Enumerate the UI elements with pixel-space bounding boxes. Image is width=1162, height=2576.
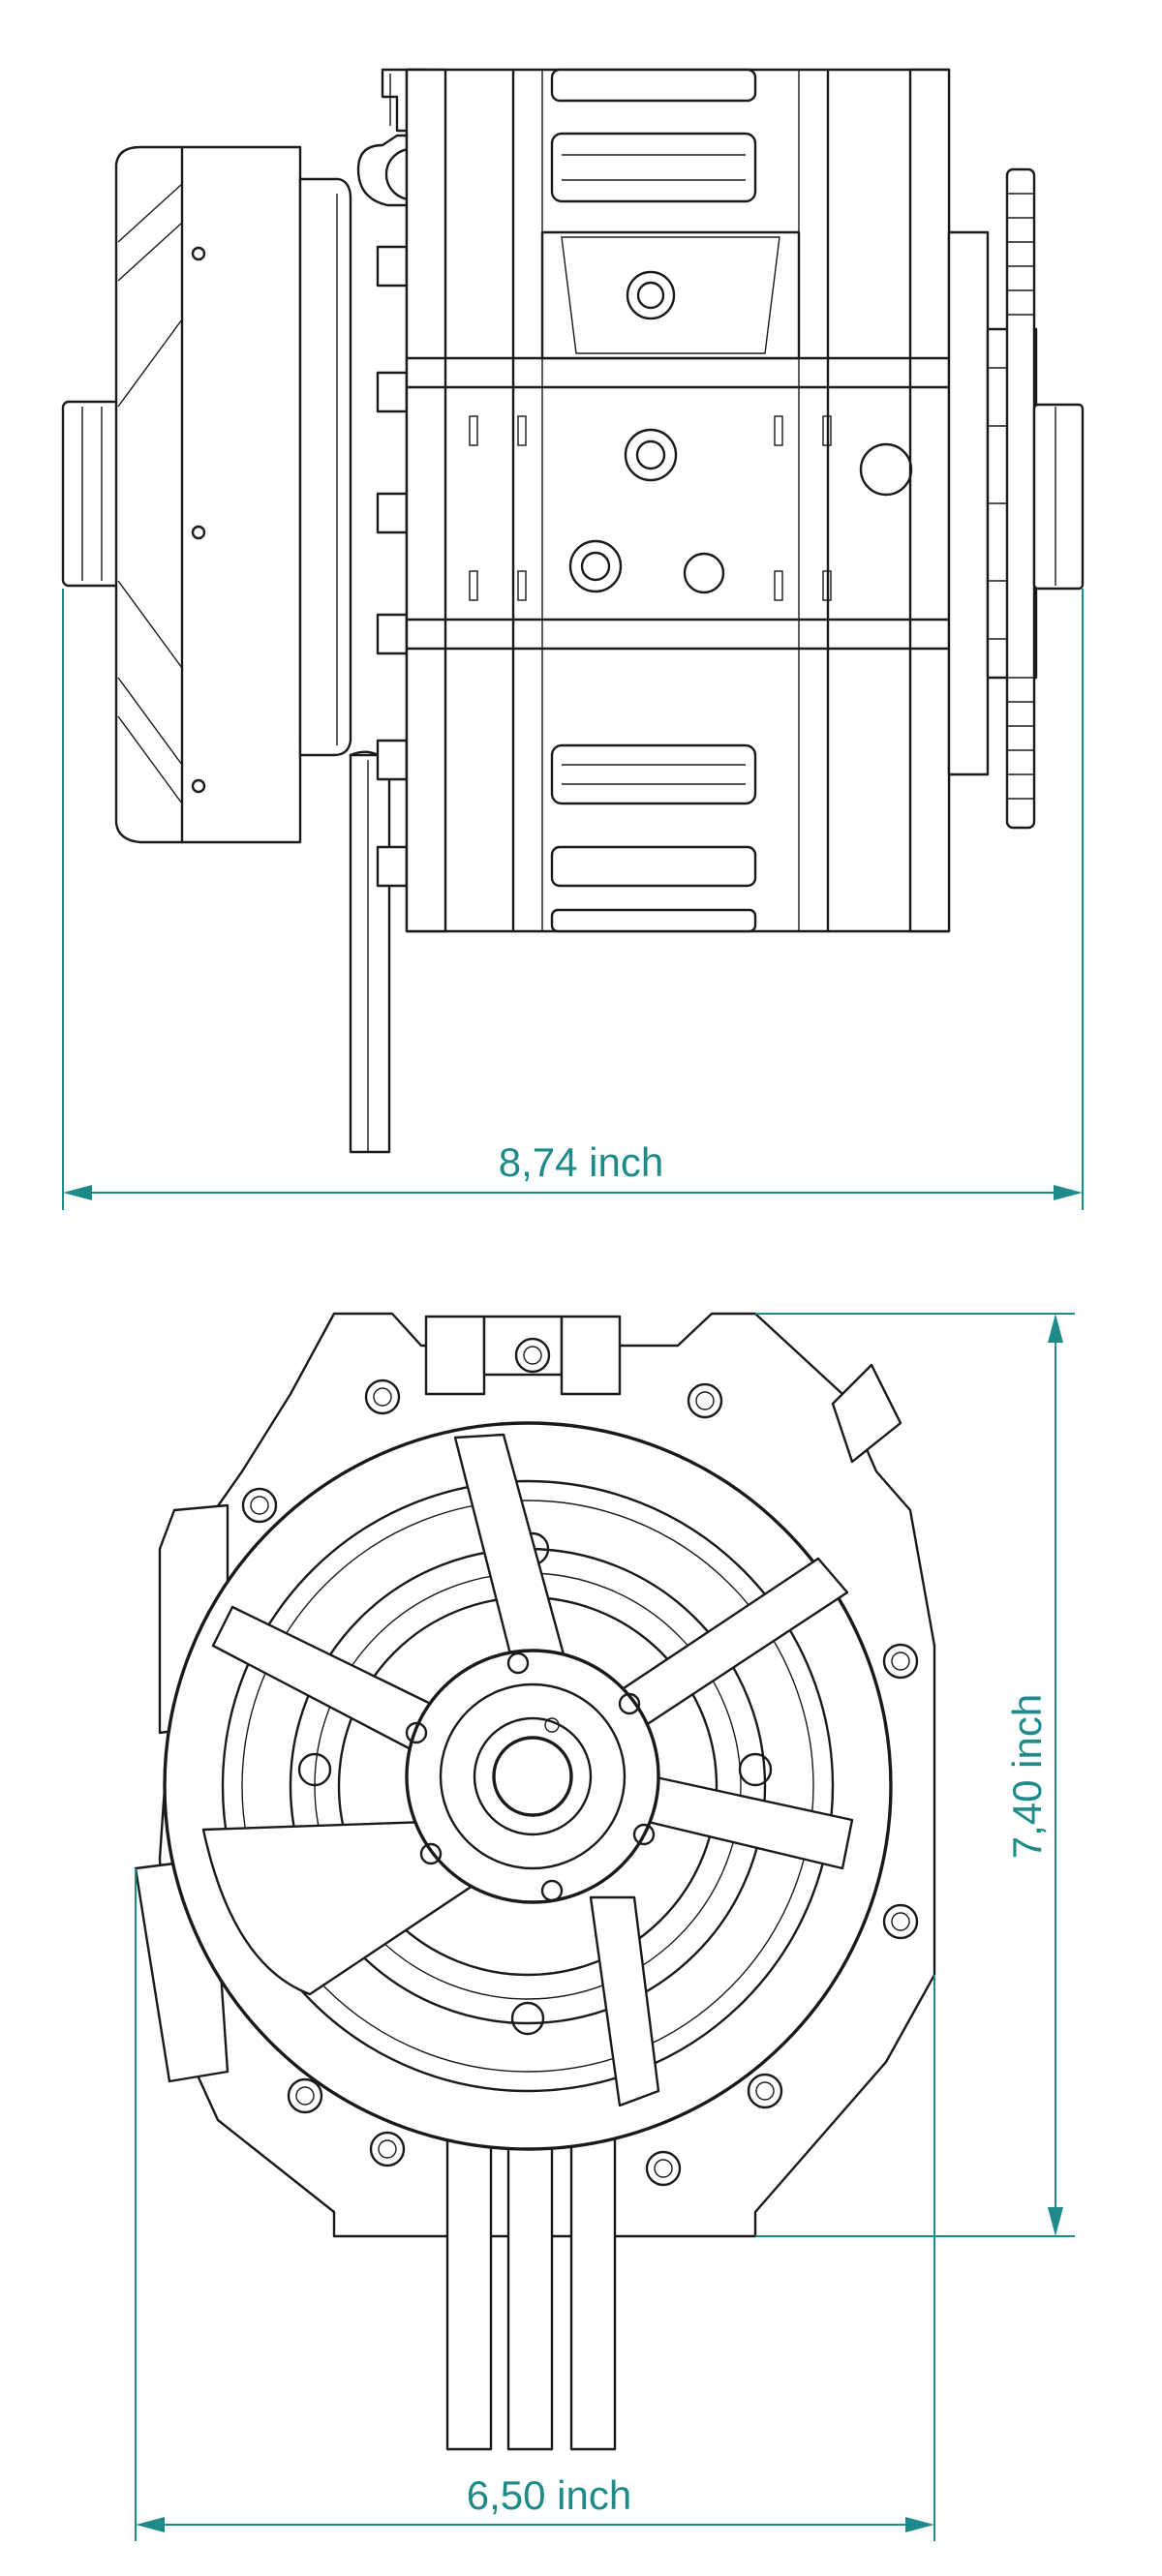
side-hub-stub [61,400,123,588]
front-right-bracket [831,1363,902,1464]
side-ports [568,270,913,594]
side-slot-top-2 [550,132,757,203]
side-rear-plate [947,230,990,776]
front-hub-bolts [405,1652,656,1902]
side-cable [349,753,391,1154]
width-dimension-label: 6,50 inch [467,2472,631,2518]
height-dimension: 7,40 inch [755,1313,1075,2237]
side-slot-bottom-2 [550,845,757,888]
side-flange [298,177,352,757]
height-dimension-label: 7,40 inch [1004,1694,1050,1859]
side-slot-bottom-1 [550,743,757,805]
front-shaft [492,1736,573,1817]
side-sprocket [1005,167,1036,830]
side-output-shaft [1032,403,1085,591]
length-dimension-label: 8,74 inch [499,1139,663,1185]
front-top-cable-1 [424,1315,486,1396]
front-top-cable-2 [560,1315,622,1396]
motor-front-view [134,1312,936,2451]
length-dimension: 8,74 inch [62,589,1084,1210]
side-end-cap [114,145,302,844]
front-bottom-cables [445,2128,617,2451]
motor-side-view [61,68,1085,1154]
width-dimension: 6,50 inch [135,1868,935,2541]
side-slot-top-1 [550,68,757,103]
